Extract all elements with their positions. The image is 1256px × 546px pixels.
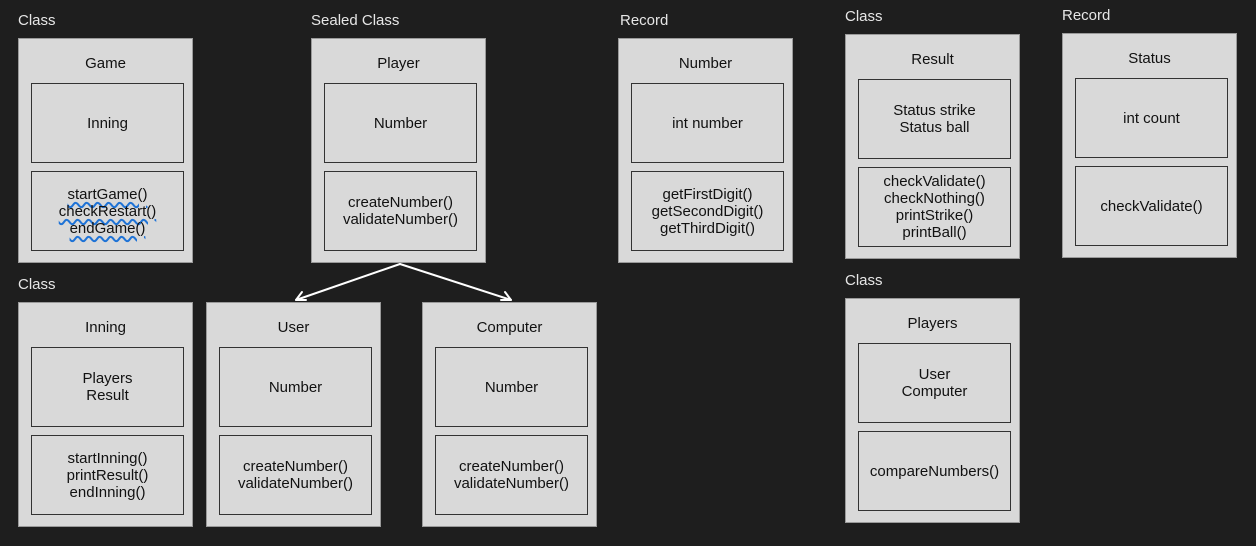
number-method: getThirdDigit() — [659, 219, 756, 237]
number-kind-label: Record — [620, 12, 669, 29]
status-methods: checkValidate() — [1075, 166, 1228, 246]
players-method: compareNumbers() — [869, 462, 1000, 480]
result-class-name: Result — [911, 51, 954, 68]
computer-field: Number — [484, 378, 539, 396]
game-field: Inning — [87, 114, 128, 132]
game-fields: Inning — [31, 83, 184, 163]
players-field: User — [918, 366, 951, 383]
arrow-player-to-computer — [399, 263, 512, 301]
computer-method: createNumber() — [458, 458, 565, 475]
result-kind-label: Class — [845, 8, 883, 25]
game-class-name: Game — [85, 55, 126, 72]
game-method: checkRestart() — [58, 202, 157, 220]
arrow-player-to-user — [295, 263, 401, 301]
result-field: Status strike — [893, 102, 976, 119]
inning-class-box[interactable]: Inning Players Result startInning() prin… — [18, 302, 193, 527]
player-kind-label: Sealed Class — [311, 12, 400, 29]
result-method: printBall() — [902, 224, 967, 241]
number-methods: getFirstDigit() getSecondDigit() getThir… — [631, 171, 784, 251]
status-record-box[interactable]: Status int count checkValidate() — [1062, 33, 1237, 258]
inning-methods: startInning() printResult() endInning() — [31, 435, 184, 515]
game-kind-label: Class — [18, 12, 56, 29]
result-fields: Status strike Status ball — [858, 79, 1011, 159]
players-class-name: Players — [907, 315, 958, 332]
player-method: validateNumber() — [342, 211, 459, 228]
number-method: getSecondDigit() — [651, 202, 764, 220]
status-record-name: Status — [1128, 50, 1171, 67]
player-class-box[interactable]: Player Number createNumber() validateNum… — [311, 38, 486, 263]
status-fields: int count — [1075, 78, 1228, 158]
players-kind-label: Class — [845, 272, 883, 289]
inning-field: Result — [86, 387, 129, 404]
inning-fields: Players Result — [31, 347, 184, 427]
players-field: Computer — [901, 383, 968, 400]
number-field: int number — [672, 114, 743, 132]
inning-field: Players — [82, 370, 133, 387]
inning-method: endInning() — [69, 483, 146, 501]
result-methods: checkValidate() checkNothing() printStri… — [858, 167, 1011, 247]
players-fields: User Computer — [858, 343, 1011, 423]
result-class-box[interactable]: Result Status strike Status ball checkVa… — [845, 34, 1020, 259]
number-fields: int number — [631, 83, 784, 163]
status-field: int count — [1123, 109, 1180, 127]
game-method: startGame() — [67, 185, 148, 203]
game-methods: startGame() checkRestart() endGame() — [31, 171, 184, 251]
number-method: getFirstDigit() — [662, 185, 753, 203]
player-methods: createNumber() validateNumber() — [324, 171, 477, 251]
player-class-name: Player — [377, 55, 420, 72]
computer-methods: createNumber() validateNumber() — [435, 435, 588, 515]
inning-class-name: Inning — [85, 319, 126, 336]
user-methods: createNumber() validateNumber() — [219, 435, 372, 515]
status-method: checkValidate() — [1100, 197, 1203, 215]
players-class-box[interactable]: Players User Computer compareNumbers() — [845, 298, 1020, 523]
players-methods: compareNumbers() — [858, 431, 1011, 511]
user-method: validateNumber() — [237, 475, 354, 492]
computer-class-box[interactable]: Computer Number createNumber() validateN… — [422, 302, 597, 527]
computer-fields: Number — [435, 347, 588, 427]
user-class-box[interactable]: User Number createNumber() validateNumbe… — [206, 302, 381, 527]
user-method: createNumber() — [242, 458, 349, 475]
number-record-box[interactable]: Number int number getFirstDigit() getSec… — [618, 38, 793, 263]
inning-method: printResult() — [66, 466, 149, 484]
arrowhead-user — [295, 291, 307, 301]
number-record-name: Number — [678, 55, 733, 72]
user-field: Number — [268, 378, 323, 396]
player-method: createNumber() — [347, 194, 454, 211]
result-field: Status ball — [899, 119, 970, 136]
game-class-box[interactable]: Game Inning startGame() checkRestart() e… — [18, 38, 193, 263]
computer-method: validateNumber() — [453, 475, 570, 492]
result-method: printStrike() — [895, 207, 974, 224]
computer-class-name: Computer — [476, 319, 543, 336]
arrowhead-computer — [500, 291, 512, 301]
player-fields: Number — [324, 83, 477, 163]
user-fields: Number — [219, 347, 372, 427]
status-kind-label: Record — [1062, 7, 1111, 24]
game-method: endGame() — [69, 219, 146, 237]
result-method: checkNothing() — [884, 190, 985, 207]
player-field: Number — [373, 114, 428, 132]
inning-kind-label: Class — [18, 276, 56, 293]
inning-method: startInning() — [67, 449, 148, 467]
result-method: checkValidate() — [883, 173, 986, 190]
user-class-name: User — [277, 319, 310, 336]
